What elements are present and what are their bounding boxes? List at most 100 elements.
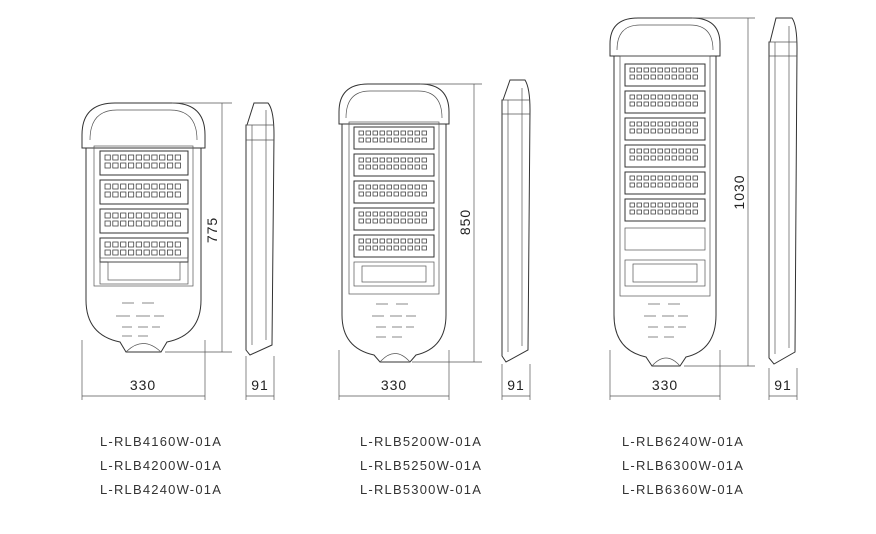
led-chip	[407, 218, 413, 224]
led-chip	[643, 148, 649, 154]
led-chip	[135, 162, 142, 169]
led-chip	[104, 183, 111, 190]
led-chip	[135, 183, 142, 190]
led-chip	[372, 137, 378, 143]
led-chip	[636, 94, 642, 100]
led-chip	[159, 191, 166, 198]
led-chip	[657, 67, 663, 73]
led-chip	[379, 245, 385, 251]
led-chip	[643, 202, 649, 208]
led-chip	[166, 220, 174, 227]
led-chip	[386, 164, 392, 170]
led-chip	[671, 155, 677, 161]
led-chip	[120, 162, 127, 169]
led-chip	[143, 241, 150, 248]
led-chip	[664, 202, 670, 208]
led-chip	[678, 94, 684, 100]
led-chip	[365, 191, 371, 197]
led-chip	[678, 155, 684, 161]
led-chip	[421, 218, 427, 224]
lamp-2-width-label: 330	[381, 377, 407, 393]
led-chip	[400, 164, 406, 170]
led-chip	[112, 212, 119, 219]
led-chip	[678, 67, 684, 73]
led-chip	[112, 241, 119, 248]
lamp-1-width-label: 330	[130, 377, 156, 393]
led-chip	[400, 137, 406, 143]
led-chip	[358, 238, 364, 244]
led-chip	[112, 183, 119, 190]
led-chip	[414, 211, 420, 217]
led-chip	[664, 101, 670, 107]
led-chip	[372, 157, 378, 163]
led-chip	[678, 182, 684, 188]
led-chip	[629, 121, 635, 127]
led-chip	[671, 182, 677, 188]
led-chip	[372, 164, 378, 170]
led-chip	[643, 175, 649, 181]
led-chip	[159, 212, 166, 219]
led-chip	[104, 154, 111, 161]
led-chip	[379, 211, 385, 217]
led-chip	[685, 182, 691, 188]
led-chip	[135, 241, 142, 248]
led-chip	[358, 245, 364, 251]
led-chip	[657, 182, 663, 188]
led-chip	[393, 245, 399, 251]
lamp-1-led-modules	[99, 150, 189, 263]
led-chip	[151, 220, 158, 227]
led-chip	[421, 137, 427, 143]
model-name: L-RLB5250W-01A	[360, 458, 483, 473]
led-chip	[104, 249, 111, 256]
led-chip	[629, 202, 635, 208]
led-chip	[365, 218, 371, 224]
led-chip	[671, 128, 677, 134]
led-chip	[166, 183, 174, 190]
led-chip	[692, 94, 698, 100]
led-chip	[393, 130, 399, 136]
led-chip	[678, 175, 684, 181]
led-chip	[692, 128, 698, 134]
led-chip	[678, 74, 684, 80]
led-chip	[407, 130, 413, 136]
led-chip	[407, 238, 413, 244]
led-chip	[372, 184, 378, 190]
lamp-3-height-label: 1030	[731, 174, 747, 209]
led-chip	[104, 191, 111, 198]
led-chip	[379, 218, 385, 224]
led-chip	[678, 202, 684, 208]
led-chip	[685, 94, 691, 100]
led-chip	[650, 121, 656, 127]
led-chip	[386, 238, 392, 244]
led-chip	[159, 249, 166, 256]
led-chip	[692, 202, 698, 208]
led-chip	[143, 220, 150, 227]
led-chip	[421, 191, 427, 197]
led-chip	[135, 212, 142, 219]
led-chip	[386, 157, 392, 163]
led-chip	[421, 238, 427, 244]
led-chip	[174, 241, 181, 248]
led-chip	[664, 121, 670, 127]
lamp-3-side-view	[768, 17, 798, 365]
led-chip	[407, 184, 413, 190]
led-chip	[112, 249, 119, 256]
led-chip	[358, 218, 364, 224]
led-chip	[671, 94, 677, 100]
led-chip	[643, 121, 649, 127]
led-chip	[379, 164, 385, 170]
lamp-2-side-view	[501, 79, 531, 363]
led-chip	[629, 74, 635, 80]
led-chip	[379, 130, 385, 136]
lamp-3-led-modules	[624, 63, 706, 222]
lamp-2-height-label: 850	[457, 209, 473, 235]
led-chip	[636, 155, 642, 161]
led-chip	[104, 220, 111, 227]
lamp-2-front-view	[338, 83, 450, 363]
led-chip	[400, 211, 406, 217]
led-chip	[386, 191, 392, 197]
led-chip	[365, 130, 371, 136]
led-chip	[379, 137, 385, 143]
led-chip	[104, 241, 111, 248]
led-chip	[120, 191, 127, 198]
